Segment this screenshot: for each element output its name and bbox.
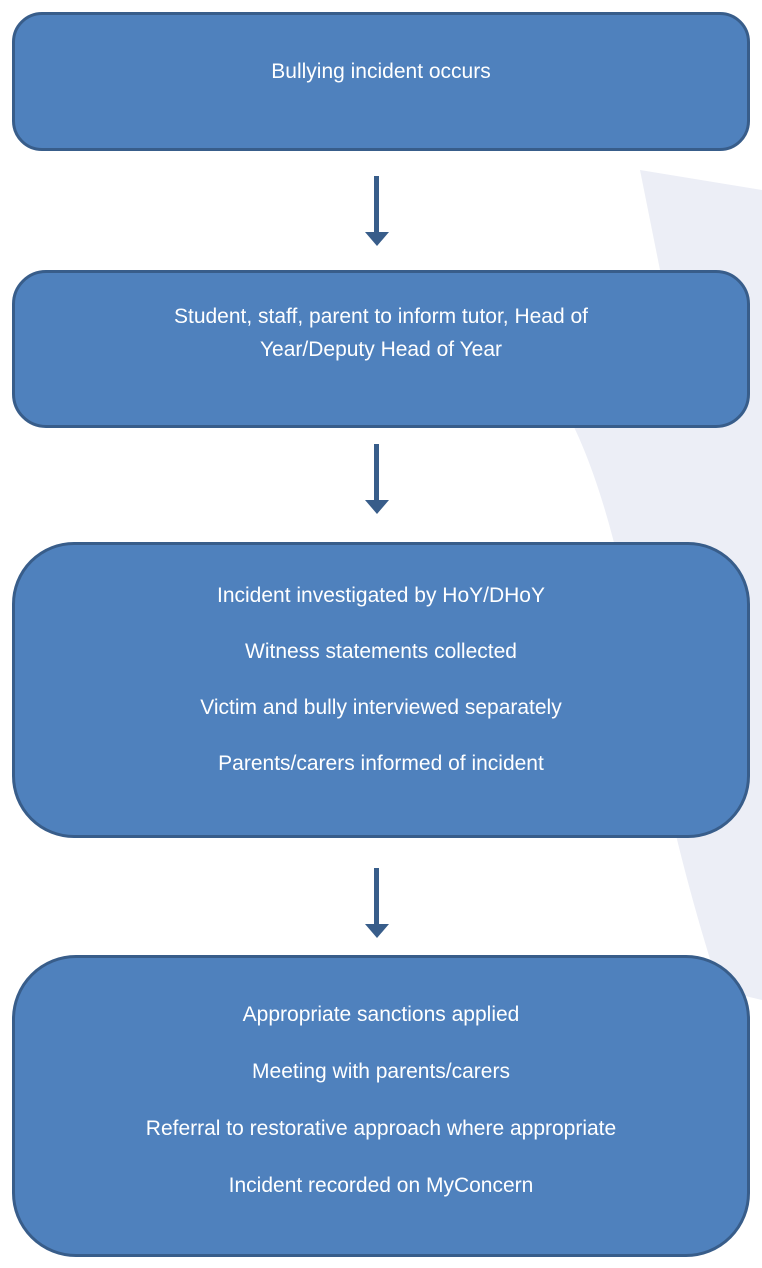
step-4-line-4: Incident recorded on MyConcern	[228, 1174, 534, 1197]
down-arrow-icon	[365, 444, 389, 514]
down-arrow-icon	[365, 868, 389, 938]
step-4-line-1: Appropriate sanctions applied	[242, 1003, 520, 1026]
down-arrow-icon	[365, 176, 389, 246]
step-3-line-1: Incident investigated by HoY/DHoY	[216, 584, 545, 607]
step-3-line-2: Witness statements collected	[245, 640, 517, 663]
step-4-line-3: Referral to restorative approach where a…	[145, 1117, 617, 1140]
step-3-line-4: Parents/carers informed of incident	[218, 752, 544, 775]
step-1-line-1: Bullying incident occurs	[271, 60, 491, 83]
step-2-line-1: Student, staff, parent to inform tutor, …	[173, 305, 589, 361]
flow-step-inform-staff: Student, staff, parent to inform tutor, …	[12, 270, 750, 428]
flow-step-bullying-incident: Bullying incident occurs	[12, 12, 750, 151]
flow-step-investigation: Incident investigated by HoY/DHoY Witnes…	[12, 542, 750, 838]
step-4-line-2: Meeting with parents/carers	[252, 1060, 510, 1083]
flow-step-outcomes: Appropriate sanctions applied Meeting wi…	[12, 955, 750, 1257]
step-3-line-3: Victim and bully interviewed separately	[200, 696, 562, 719]
